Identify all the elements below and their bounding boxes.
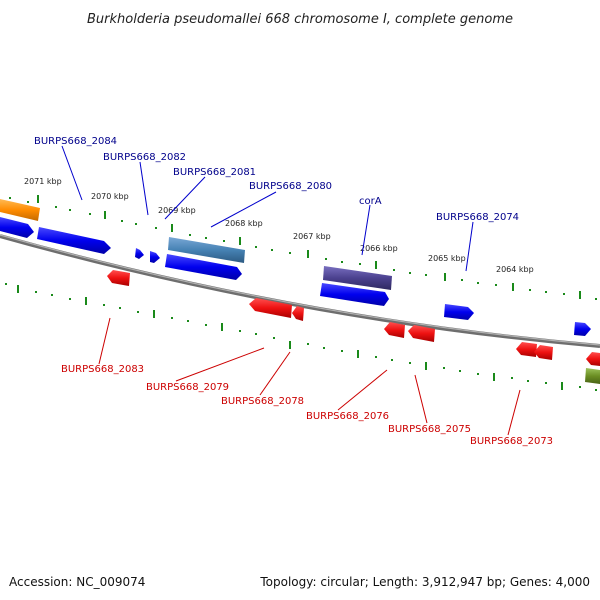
gene-label-burps668-2073[interactable]: BURPS668_2073 bbox=[470, 436, 553, 447]
gene-label-burps668-2081[interactable]: BURPS668_2081 bbox=[173, 167, 256, 178]
gene-forward[interactable] bbox=[150, 251, 160, 263]
gene-reverse[interactable] bbox=[534, 345, 553, 360]
gene-reverse[interactable] bbox=[586, 352, 600, 366]
gene-label-burps668-2078[interactable]: BURPS668_2078 bbox=[221, 396, 304, 407]
gene-label-burps668-2080[interactable]: BURPS668_2080 bbox=[249, 181, 332, 192]
forward-callout-lines bbox=[61, 145, 474, 272]
gene-reverse[interactable] bbox=[107, 270, 130, 286]
gene-orange[interactable] bbox=[0, 199, 40, 221]
gene-reverse[interactable] bbox=[292, 306, 304, 321]
scale-label-2067: 2067 kbp bbox=[293, 232, 331, 241]
gene-forward[interactable] bbox=[0, 217, 34, 238]
reverse-tick-track bbox=[5, 283, 597, 391]
scale-label-2064: 2064 kbp bbox=[496, 265, 534, 274]
gene-label-burps668-2084[interactable]: BURPS668_2084 bbox=[34, 136, 117, 147]
gene-reverse[interactable] bbox=[516, 342, 537, 357]
gene-forward[interactable] bbox=[444, 304, 474, 320]
accession-text: Accession: NC_009074 bbox=[9, 575, 145, 589]
scale-label-2069: 2069 kbp bbox=[158, 206, 196, 215]
gene-reverse[interactable] bbox=[384, 322, 405, 338]
gene-label-burps668-2079[interactable]: BURPS668_2079 bbox=[146, 382, 229, 393]
scale-label-2066: 2066 kbp bbox=[360, 244, 398, 253]
gene-reverse[interactable] bbox=[249, 298, 292, 318]
chromosome-backbone bbox=[0, 234, 600, 348]
genome-summary-text: Topology: circular; Length: 3,912,947 bp… bbox=[259, 575, 590, 589]
gene-label-burps668-2074[interactable]: BURPS668_2074 bbox=[436, 212, 519, 223]
gene-label-burps668-2075[interactable]: BURPS668_2075 bbox=[388, 424, 471, 435]
gene-forward[interactable] bbox=[165, 254, 242, 280]
gene-forward[interactable] bbox=[320, 283, 389, 306]
map-title: Burkholderia pseudomallei 668 chromosome… bbox=[87, 12, 513, 27]
gene-label-burps668-2083[interactable]: BURPS668_2083 bbox=[61, 364, 144, 375]
gene-label-burps668-2082[interactable]: BURPS668_2082 bbox=[103, 152, 186, 163]
gene-purple[interactable] bbox=[323, 266, 392, 290]
gene-forward[interactable] bbox=[574, 322, 591, 336]
gene-reverse[interactable] bbox=[408, 325, 435, 342]
gene-steelblue[interactable] bbox=[168, 237, 245, 263]
reverse-callout-lines bbox=[98, 317, 521, 436]
gene-forward[interactable] bbox=[37, 227, 111, 254]
gene-label-cora[interactable]: corA bbox=[359, 196, 382, 207]
gene-forward[interactable] bbox=[135, 248, 144, 259]
scale-label-2065: 2065 kbp bbox=[428, 254, 466, 263]
scale-label-2068: 2068 kbp bbox=[225, 219, 263, 228]
gene-olive[interactable] bbox=[585, 368, 600, 384]
chromosome-backbone-highlight bbox=[0, 234, 600, 346]
gene-label-burps668-2076[interactable]: BURPS668_2076 bbox=[306, 411, 389, 422]
scale-label-2071: 2071 kbp bbox=[24, 177, 62, 186]
scale-label-2070: 2070 kbp bbox=[91, 192, 129, 201]
forward-tick-track bbox=[9, 195, 597, 300]
